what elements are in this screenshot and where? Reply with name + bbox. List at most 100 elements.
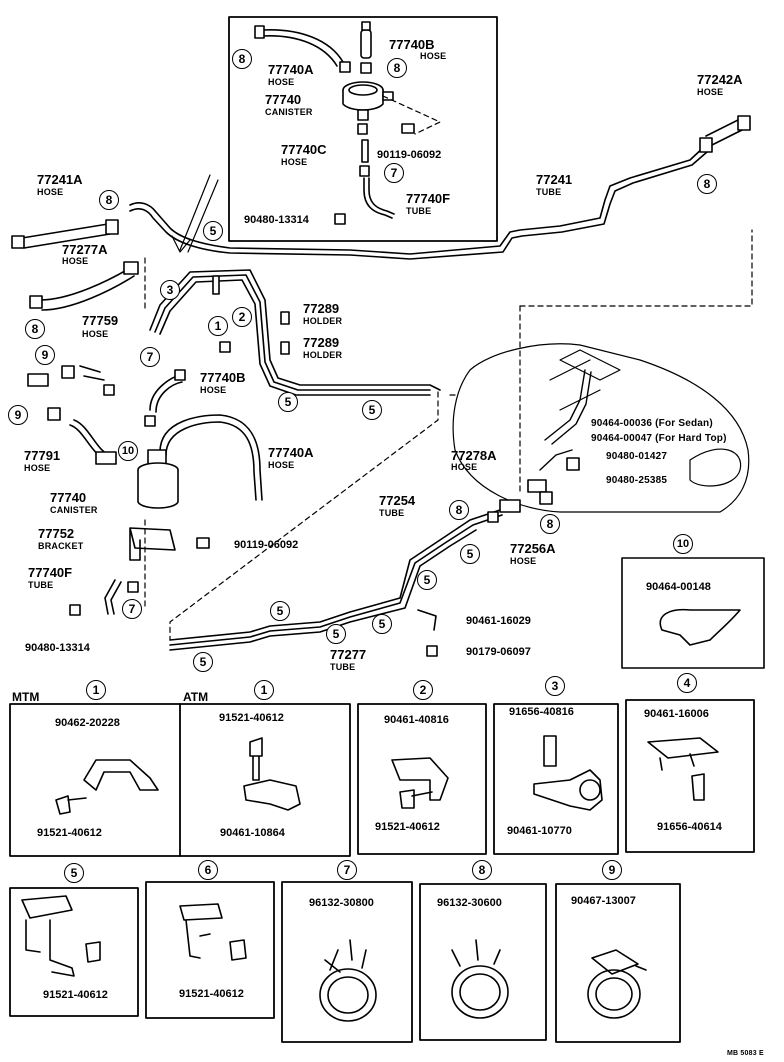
- inset-77740b-num: 77740B: [389, 37, 435, 52]
- callout-8: 8: [99, 190, 119, 210]
- callout-8: 8: [25, 319, 45, 339]
- inset-canister-num: 77740: [265, 92, 302, 107]
- callout-8: 8: [472, 860, 492, 880]
- label-77289-2: 77289: [303, 335, 340, 350]
- label-77740f-main: 77740F: [28, 565, 73, 580]
- label-90461-16029: 90461-16029: [466, 615, 531, 627]
- hose-77759: [79, 365, 105, 381]
- tube-77241: [129, 145, 708, 260]
- callout-1: 1: [86, 680, 106, 700]
- label-77759-name: HOSE: [82, 329, 109, 339]
- hose-77242a: [705, 117, 747, 147]
- callout-5: 5: [193, 652, 213, 672]
- label-77256a: 77256A: [510, 541, 556, 556]
- d1-mtm-bottom: 91521-40612: [37, 827, 102, 839]
- callout-8: 8: [540, 514, 560, 534]
- callout-8: 8: [387, 58, 407, 78]
- label-clamp-hardtop: 90464-00047 (For Hard Top): [591, 433, 727, 444]
- callout-10: 10: [673, 534, 693, 554]
- d6-bottom: 91521-40612: [179, 988, 244, 1000]
- d1-atm-bottom: 90461-10864: [220, 827, 285, 839]
- detail-box-4: [625, 699, 755, 853]
- inset-tube-77740f: [363, 177, 395, 219]
- d1-mtm-top: 90462-20228: [55, 717, 120, 729]
- d3-top: 91656-40816: [509, 706, 574, 718]
- inset-77740a-name: HOSE: [268, 77, 295, 87]
- inset-77740f-num: 77740F: [406, 191, 451, 206]
- label-77277a: 77277A: [62, 242, 108, 257]
- callout-9: 9: [8, 405, 28, 425]
- callout-4: 4: [677, 673, 697, 693]
- bracket-77752: [129, 527, 176, 561]
- label-77740a-main: 77740A: [268, 445, 314, 460]
- detail-box-7: [281, 881, 413, 1043]
- detail-box-6: [145, 881, 275, 1019]
- label-90464-00148: 90464-00148: [646, 581, 711, 593]
- d2-top: 90461-40816: [384, 714, 449, 726]
- hose-77277a: [39, 267, 135, 311]
- label-77752-name: BRACKET: [38, 541, 84, 551]
- label-77242a-name: HOSE: [697, 87, 724, 97]
- inset-77740c-name: HOSE: [281, 157, 308, 167]
- callout-10: 10: [118, 441, 138, 461]
- label-77242a: 77242A: [697, 72, 743, 87]
- inset-hose-77740a: [261, 29, 344, 67]
- label-90480-01427: 90480-01427: [606, 451, 668, 462]
- detail-box-9: [555, 883, 681, 1043]
- hose-77241a: [21, 223, 111, 249]
- label-77277: 77277: [330, 647, 367, 662]
- callout-2: 2: [232, 307, 252, 327]
- mtm-label: MTM: [12, 690, 40, 704]
- label-90119-main: 90119-06092: [234, 539, 299, 551]
- tube-bundle-upper: [149, 269, 441, 396]
- footer-code: MB 5083 E: [727, 1050, 764, 1057]
- label-77289-1-name: HOLDER: [303, 316, 343, 326]
- label-77278a: 77278A: [451, 448, 497, 463]
- callout-5: 5: [362, 400, 382, 420]
- label-77791: 77791: [24, 448, 61, 463]
- callout-5: 5: [278, 392, 298, 412]
- label-77740a-main-name: HOSE: [268, 460, 295, 470]
- fuel-tank: [452, 343, 750, 513]
- callout-7: 7: [337, 860, 357, 880]
- detail-box-2: [357, 703, 487, 855]
- label-77289-1: 77289: [303, 301, 340, 316]
- d4-top: 90461-16006: [644, 708, 709, 720]
- callout-5: 5: [64, 863, 84, 883]
- detail-box-5: [9, 887, 139, 1017]
- label-77256a-name: HOSE: [510, 556, 537, 566]
- d9-top: 90467-13007: [571, 895, 636, 907]
- inset-90480-num: 90480-13314: [244, 214, 309, 226]
- tube-bundle-lower: [169, 509, 503, 651]
- callout-5: 5: [270, 601, 290, 621]
- label-77277-name: TUBE: [330, 662, 356, 672]
- callout-3: 3: [160, 280, 180, 300]
- detail-box-3: [493, 703, 619, 855]
- callout-7: 7: [140, 347, 160, 367]
- d4-bottom: 91656-40614: [657, 821, 722, 833]
- tube-77740f-main: [104, 579, 122, 615]
- detail10-frame: [621, 557, 765, 669]
- atm-label: ATM: [183, 690, 209, 704]
- canister-main: [137, 449, 179, 509]
- clamp-7-shape: [319, 939, 377, 1022]
- callout-1: 1: [254, 680, 274, 700]
- callout-5: 5: [326, 624, 346, 644]
- label-canister-main: 77740: [50, 490, 87, 505]
- d2-bottom: 91521-40612: [375, 821, 440, 833]
- callout-6: 6: [198, 860, 218, 880]
- callout-1: 1: [208, 316, 228, 336]
- callout-5: 5: [417, 570, 437, 590]
- inset-canister: [342, 81, 394, 121]
- label-canister-main-name: CANISTER: [50, 505, 98, 515]
- label-90480-25385: 90480-25385: [606, 475, 668, 486]
- inset-77740f-name: TUBE: [406, 206, 432, 216]
- inset-77740c-num: 77740C: [281, 142, 327, 157]
- label-77254: 77254: [379, 493, 416, 508]
- d8-top: 96132-30600: [437, 897, 502, 909]
- inset-77740b-name: HOSE: [420, 51, 447, 61]
- callout-9: 9: [602, 860, 622, 880]
- callout-3: 3: [545, 676, 565, 696]
- d1-atm-top: 91521-40612: [219, 712, 284, 724]
